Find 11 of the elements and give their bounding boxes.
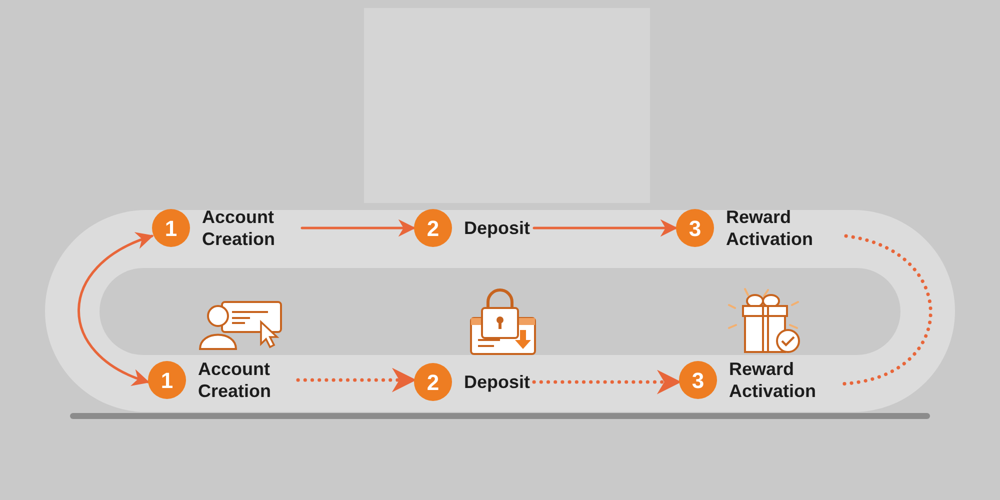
step-label: Account Creation xyxy=(202,206,276,250)
arrow xyxy=(532,370,682,394)
step-label: Account Creation xyxy=(198,358,272,402)
step-label: Reward Activation xyxy=(726,206,814,250)
step-label: Deposit xyxy=(464,371,530,393)
arrow xyxy=(532,219,678,237)
arrow xyxy=(300,219,416,237)
step-label: Reward Activation xyxy=(729,358,818,402)
arrow xyxy=(78,233,154,385)
arrow xyxy=(296,368,416,392)
step-label: Deposit xyxy=(464,217,530,239)
